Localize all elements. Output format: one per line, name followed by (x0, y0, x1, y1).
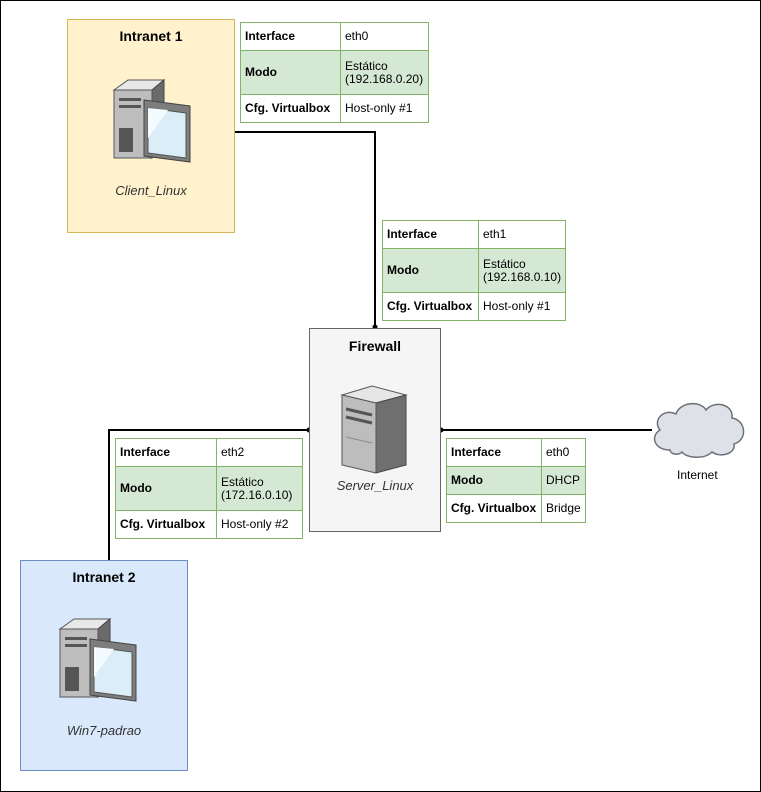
key-interface: Interface (240, 22, 341, 51)
value-modo: Estático (192.168.0.20) (340, 50, 429, 95)
intranet1-zone: Intranet 1 Client_Linux (67, 19, 235, 233)
key-modo: Modo (115, 466, 217, 511)
key-modo: Modo (240, 50, 341, 95)
cloud-icon (648, 398, 748, 465)
node-label: Win7-padrao (66, 723, 142, 738)
value-interface: eth0 (340, 22, 429, 51)
server-icon (340, 385, 410, 480)
value-virtualbox: Bridge (541, 494, 586, 523)
firewall-zone: Firewall Server_Linux (309, 328, 441, 532)
value-interface: eth0 (541, 438, 586, 467)
value-modo: Estático (172.16.0.10) (216, 466, 303, 511)
workstation-icon (108, 78, 200, 169)
zone-title: Intranet 2 (72, 569, 136, 585)
client-config-table: Interface eth0 Modo Estático (192.168.0.… (240, 22, 429, 123)
value-virtualbox: Host-only #1 (477, 292, 567, 321)
zone-title: Intranet 1 (119, 28, 183, 44)
firewall-eth2-table: Interface eth2 Modo Estático (172.16.0.1… (115, 438, 303, 539)
value-modo: DHCP (541, 466, 586, 495)
key-modo: Modo (382, 248, 479, 293)
firewall-eth1-table: Interface eth1 Modo Estático (192.168.0.… (382, 220, 567, 321)
value-virtualbox: Host-only #1 (340, 94, 429, 123)
internet-label: Internet (677, 468, 718, 482)
firewall-eth0-table: Interface eth0 Modo DHCP Cfg. Virtualbox… (446, 438, 586, 523)
value-modo: Estático (192.168.0.10) (477, 248, 567, 293)
key-interface: Interface (382, 220, 479, 249)
workstation-icon (54, 617, 146, 708)
node-label: Server_Linux (336, 478, 414, 493)
link-client-firewall (234, 131, 376, 329)
value-virtualbox: Host-only #2 (216, 510, 303, 539)
key-modo: Modo (446, 466, 542, 495)
value-interface: eth2 (216, 438, 303, 467)
value-interface: eth1 (477, 220, 567, 249)
zone-title: Firewall (348, 338, 402, 354)
key-virtualbox: Cfg. Virtualbox (115, 510, 217, 539)
node-label: Client_Linux (115, 183, 187, 198)
key-virtualbox: Cfg. Virtualbox (240, 94, 341, 123)
key-virtualbox: Cfg. Virtualbox (446, 494, 542, 523)
key-interface: Interface (115, 438, 217, 467)
key-interface: Interface (446, 438, 542, 467)
key-virtualbox: Cfg. Virtualbox (382, 292, 479, 321)
link-intranet2-firewall (108, 429, 309, 561)
intranet2-zone: Intranet 2 Win7-padrao (20, 560, 188, 771)
